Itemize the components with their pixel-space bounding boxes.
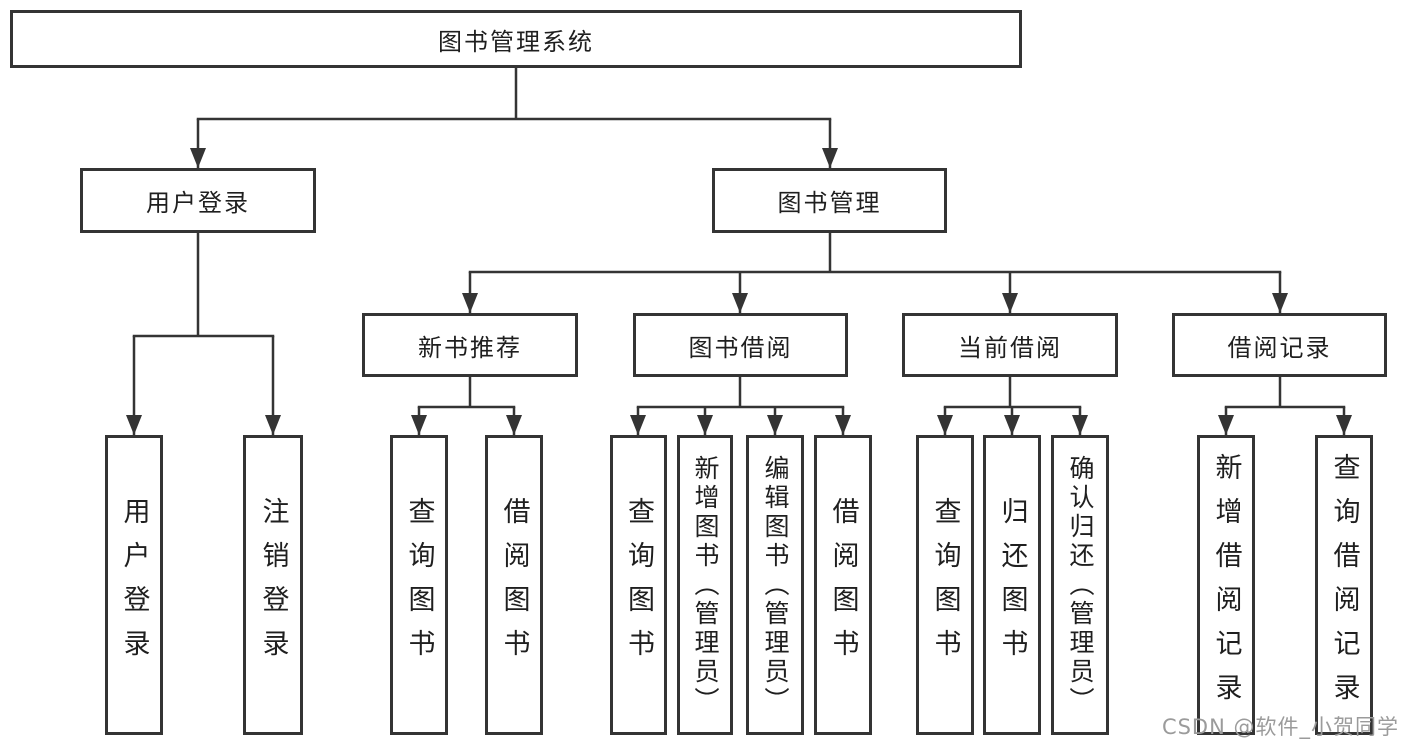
node-current-borrowing: 当前借阅 <box>902 313 1118 377</box>
node-label: 查询图书 <box>623 497 654 673</box>
node-book-borrowing: 图书借阅 <box>633 313 848 377</box>
node-borrowing-records: 借阅记录 <box>1172 313 1387 377</box>
node-library-management-system: 图书管理系统 <box>10 10 1022 68</box>
node-label: 编辑图书（管理员） <box>761 454 790 716</box>
node-label: 新书推荐 <box>418 333 522 362</box>
leaf-confirm-return-admin: 确认归还（管理员） <box>1051 435 1109 735</box>
node-label: 借阅记录 <box>1227 333 1332 362</box>
node-label: 用户登录 <box>146 189 250 217</box>
leaf-query-borrow-record: 查询借阅记录 <box>1315 435 1373 735</box>
leaf-return-books: 归还图书 <box>983 435 1041 735</box>
node-new-book-recommend: 新书推荐 <box>362 313 578 377</box>
node-label: 新增借阅记录 <box>1210 453 1242 717</box>
node-label: 注销登录 <box>257 497 289 673</box>
node-label: 图书借阅 <box>688 333 793 362</box>
leaf-logout: 注销登录 <box>243 435 303 735</box>
node-label: 用户登录 <box>118 497 150 673</box>
leaf-add-borrow-record: 新增借阅记录 <box>1197 435 1255 735</box>
node-label: 查询图书 <box>929 497 961 673</box>
leaf-edit-books-admin: 编辑图书（管理员） <box>746 435 804 735</box>
leaf-add-books-admin: 新增图书（管理员） <box>677 435 733 735</box>
leaf-user-login: 用户登录 <box>105 435 163 735</box>
node-label: 新增图书（管理员） <box>691 454 720 716</box>
node-label: 确认归还（管理员） <box>1066 454 1095 716</box>
node-book-management: 图书管理 <box>712 168 947 233</box>
node-label: 当前借阅 <box>958 333 1062 362</box>
leaf-query-books-current: 查询图书 <box>916 435 974 735</box>
watermark: CSDN @软件_小贺同学 <box>1161 715 1399 739</box>
node-label: 借阅图书 <box>827 497 859 673</box>
leaf-query-books-recommend: 查询图书 <box>390 435 448 735</box>
leaf-query-books: 查询图书 <box>610 435 667 735</box>
node-label: 查询借阅记录 <box>1328 453 1360 717</box>
node-user-login: 用户登录 <box>80 168 316 233</box>
node-label: 借阅图书 <box>498 497 530 673</box>
leaf-borrow-books-recommend: 借阅图书 <box>485 435 543 735</box>
node-label: 查询图书 <box>403 497 435 673</box>
node-label: 图书管理系统 <box>438 27 594 56</box>
node-label: 图书管理 <box>777 189 882 217</box>
leaf-borrow-books: 借阅图书 <box>814 435 872 735</box>
node-label: 归还图书 <box>996 497 1028 673</box>
